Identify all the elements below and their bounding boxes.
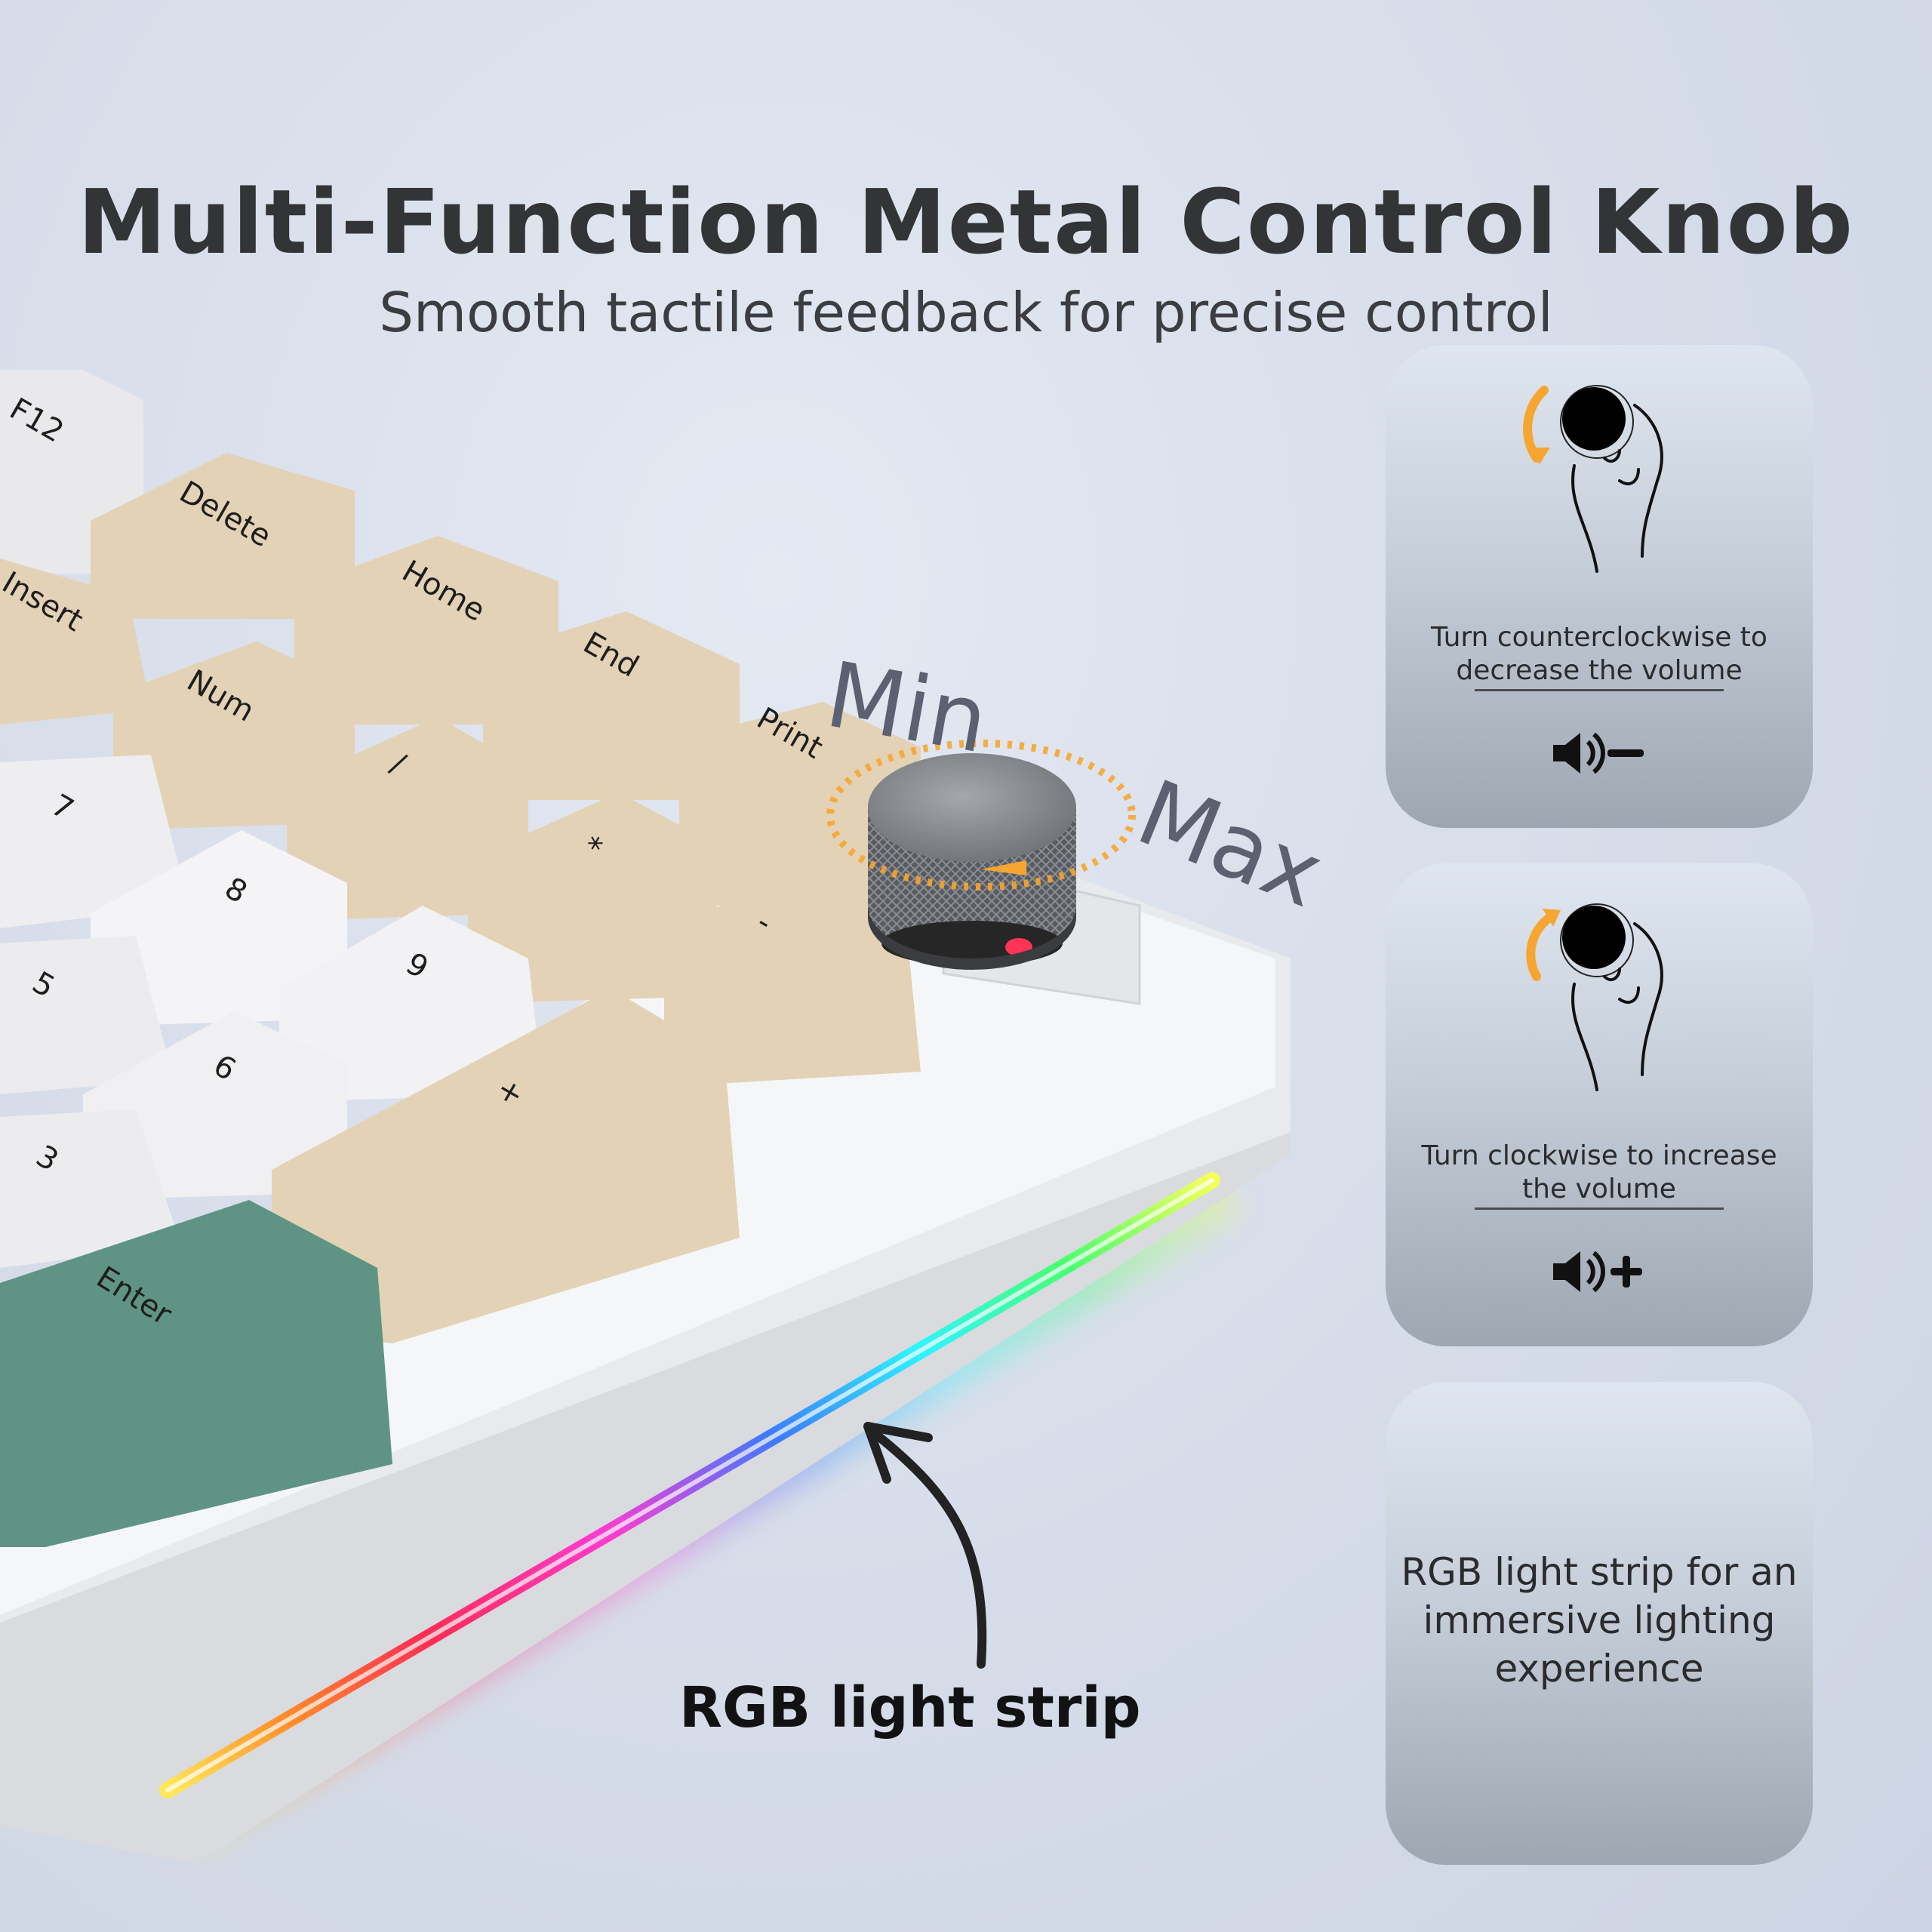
key-7	[0, 755, 189, 928]
key-9	[279, 906, 543, 1102]
key-asterisk	[468, 792, 717, 1004]
key-5	[0, 936, 174, 1094]
hand-turn-counterclockwise-icon	[1523, 385, 1663, 573]
hand-turn-clockwise-icon	[1526, 903, 1663, 1091]
card-clockwise: Turn clockwise to increase the volume	[1386, 863, 1813, 1346]
key-end	[483, 611, 740, 800]
key-enter	[0, 1200, 392, 1547]
key-delete	[91, 453, 355, 619]
max-label: Max	[1124, 761, 1337, 928]
card-counterclockwise: Turn counterclockwise to decrease the vo…	[1386, 345, 1813, 828]
card-rgb-strip: RGB light strip for an immersive lightin…	[1386, 1382, 1813, 1865]
rgb-strip-label: RGB light strip	[679, 1675, 1141, 1740]
card-text: Turn counterclockwise to decrease the vo…	[1431, 622, 1767, 686]
card-text: RGB light strip for an immersive lightin…	[1401, 1550, 1798, 1690]
card-text: Turn clockwise to increase the volume	[1421, 1140, 1777, 1204]
page-title: Multi-Function Metal Control Knob	[77, 170, 1855, 274]
arrow-icon	[871, 1429, 987, 1669]
key-3	[0, 1109, 181, 1268]
control-knob[interactable]	[868, 753, 1076, 970]
key-print	[679, 702, 921, 906]
page-subtitle: Smooth tactile feedback for precise cont…	[379, 281, 1553, 344]
key-8	[91, 830, 347, 1026]
rotation-ring	[826, 740, 1136, 891]
key-plus	[272, 989, 740, 1343]
key-insert	[0, 558, 151, 724]
volume-up-icon	[1553, 1251, 1642, 1293]
key-minus	[664, 868, 921, 1087]
volume-down-icon	[1553, 732, 1644, 774]
